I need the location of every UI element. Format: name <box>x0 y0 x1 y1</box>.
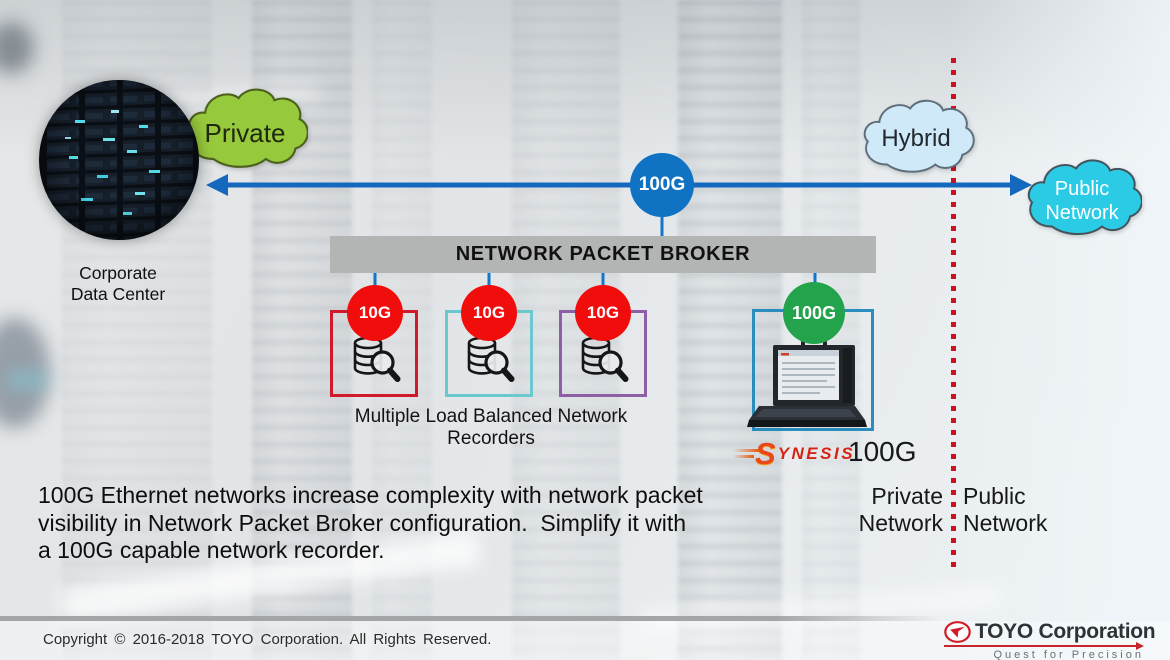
analyzer-100g-badge: 100G <box>783 282 845 344</box>
toyo-mark-icon <box>944 621 971 643</box>
hybrid-cloud: Hybrid <box>855 95 977 177</box>
public-cloud-line2: Network <box>1045 202 1119 224</box>
boundary-dotted-line <box>951 58 956 570</box>
description-line2: visibility in Network Packet Broker conf… <box>38 509 687 536</box>
private-cloud-label: Private <box>204 117 286 148</box>
datacenter-label-line2: Data Center <box>70 284 166 304</box>
database-search-icon <box>467 336 515 382</box>
synesis-logo-initial: S <box>755 436 776 471</box>
synesis-speed-lines-icon <box>733 448 759 460</box>
hybrid-cloud-label: Hybrid <box>881 125 951 152</box>
boundary-private-label: Private Network <box>790 483 943 537</box>
description-line1: 100G Ethernet networks increase complexi… <box>38 482 703 508</box>
network-packet-broker-bar: NETWORK PACKET BROKER <box>330 236 876 273</box>
analyzer-speed-label: 100G <box>848 436 917 467</box>
recorder-10g-badge-1: 10G <box>347 285 403 341</box>
cloud-icon <box>1027 159 1142 235</box>
background-server-rack <box>678 0 782 660</box>
boundary-public-label: Public Network <box>963 483 1113 537</box>
datacenter-label: Corporate Data Center <box>28 263 208 305</box>
copyright-text: Copyright © 2016-2018 TOYO Corporation. … <box>43 631 492 648</box>
boundary-public-line1: Public <box>963 483 1026 509</box>
portable-analyzer-device <box>747 337 867 427</box>
boundary-private-line1: Private <box>871 483 943 509</box>
background-highlight <box>950 0 1170 660</box>
database-search-icon <box>581 336 629 382</box>
toyo-rule-arrow <box>944 642 1144 650</box>
boundary-public-line2: Network <box>963 510 1048 536</box>
recorders-caption: Multiple Load Balanced Network Recorders <box>354 406 628 449</box>
toyo-tagline: Quest for Precision <box>993 649 1144 660</box>
private-cloud: Private <box>182 82 308 174</box>
description-text: 100G Ethernet networks increase complexi… <box>38 482 703 565</box>
recorder-10g-label: 10G <box>586 303 620 322</box>
toyo-brand-text: TOYO Corporation <box>975 620 1156 643</box>
synesis-logo: S YNESIS <box>733 437 855 471</box>
recorder-10g-badge-3: 10G <box>575 285 631 341</box>
backbone-100g-badge: 100G <box>630 153 694 217</box>
synesis-logo-text: YNESIS <box>777 444 856 463</box>
datacenter-label-line1: Corporate <box>79 263 157 283</box>
datacenter-photo <box>39 80 199 240</box>
description-line3: a 100G capable network recorder. <box>38 537 385 563</box>
cloud-icon <box>863 99 975 173</box>
recorder-10g-label: 10G <box>472 303 506 322</box>
network-packet-broker-label: NETWORK PACKET BROKER <box>455 243 751 265</box>
public-network-cloud: Public Network <box>1022 153 1142 241</box>
recorder-10g-label: 10G <box>358 303 392 322</box>
footer-divider <box>0 616 942 621</box>
footer-band <box>0 621 1170 660</box>
boundary-private-line2: Network <box>858 510 943 536</box>
public-cloud-line1: Public <box>1054 178 1110 200</box>
server-rack-image <box>39 80 199 240</box>
toyo-logo: TOYO Corporation Quest for Precision <box>942 617 1156 660</box>
background-led-glow <box>4 372 50 388</box>
public-cloud-label: Public Network <box>1045 169 1118 225</box>
database-search-icon <box>353 336 401 382</box>
recorder-10g-badge-2: 10G <box>461 285 517 341</box>
backbone-100g-label: 100G <box>638 174 686 195</box>
analyzer-100g-label: 100G <box>791 302 837 323</box>
